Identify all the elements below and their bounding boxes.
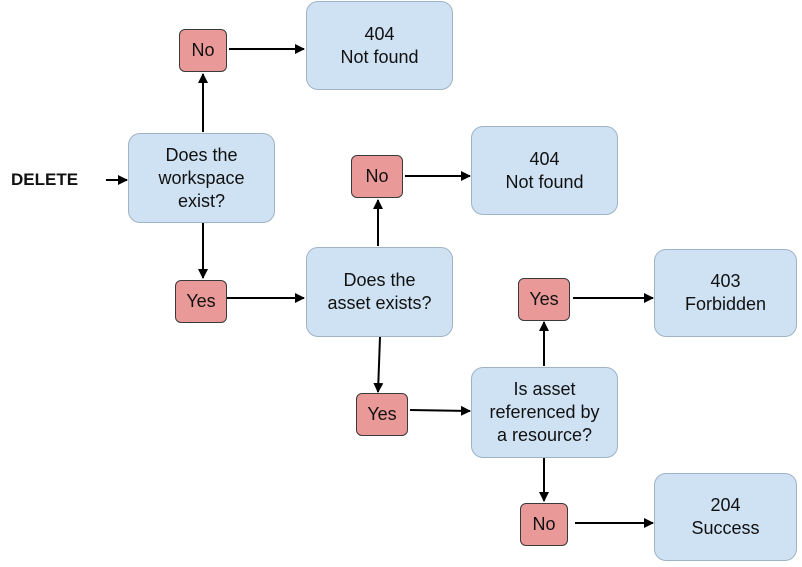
outcome-403-forbidden: 403 Forbidden [654,249,797,337]
question-workspace-exists: Does the workspace exist? [128,133,275,223]
outcome-204-success: 204 Success [654,473,797,561]
answer-yes-referenced: Yes [518,278,570,321]
arrow-yes-to-referenced [409,405,471,416]
answer-yes-workspace: Yes [175,280,227,323]
question-asset-referenced: Is asset referenced by a resource? [471,367,618,458]
question-asset-exists: Does the asset exists? [306,247,453,337]
outcome-404-not-found-asset: 404 Not found [471,126,618,215]
start-method-label: DELETE [11,170,79,189]
answer-no-referenced: No [520,503,568,546]
outcome-404-not-found-workspace: 404 Not found [306,1,453,90]
arrow-asset-to-yes [373,336,384,393]
answer-yes-asset: Yes [356,393,408,436]
answer-no-workspace: No [179,29,227,72]
answer-no-asset: No [351,155,403,198]
